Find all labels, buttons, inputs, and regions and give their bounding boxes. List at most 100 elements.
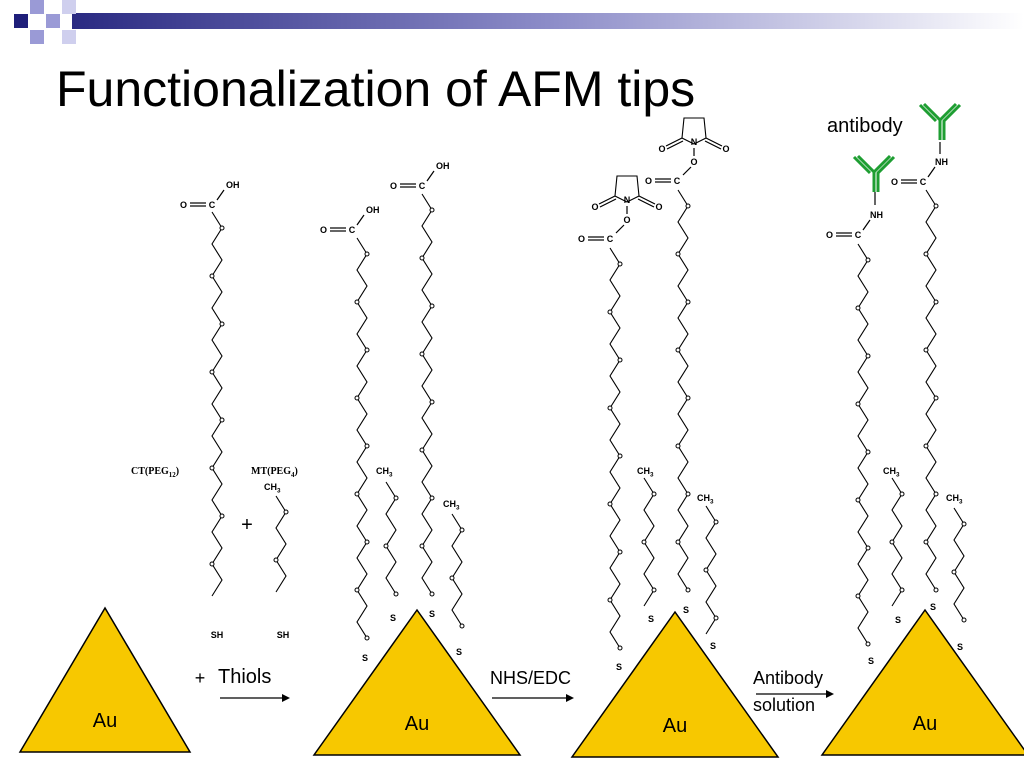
slide-title: Functionalization of AFM tips: [56, 61, 696, 117]
ct-peg12-free-carboxyl-hydroxyl: OH: [226, 180, 240, 190]
stage2-mt-chain-1: [383, 481, 399, 597]
stage2-sulfur-1: S: [362, 653, 368, 663]
stage3-mt-chain-2-ether-oxygen: [713, 519, 719, 525]
stage3-ct-chain-short-ether-oxygen: [617, 453, 623, 459]
arrow-3-label-line-2: solution: [753, 695, 815, 715]
stage3-nhs-ester-right-ring-oxygen-left: O: [658, 144, 665, 154]
stage4-antibody-right-heavy-chains: [922, 102, 958, 140]
stage2-ct-chain-long-ether-oxygen: [429, 207, 435, 213]
stage2-ct-chain-short-ether-oxygen: [354, 299, 360, 305]
stage2-carboxyl-right-oh-bond: [426, 170, 435, 182]
stage3-sulfur-1: S: [616, 662, 622, 672]
stage2-ct-chain-long-ether-oxygen: [419, 255, 425, 261]
gold-tip-stage-4: [820, 608, 1024, 756]
stage2-ct-chain-long: [419, 193, 435, 597]
stage4-sulfur-1: S: [868, 656, 874, 666]
stage2-carboxyl-right-carbon: C: [419, 181, 426, 191]
ct-peg12-chain-free-ether-oxygen: [209, 561, 215, 567]
thiols-plus-sign: +: [241, 514, 253, 536]
stage3-ct-chain-short-ether-oxygen: [607, 405, 613, 411]
stage2-carboxyl-left-carbon: C: [349, 225, 356, 235]
stage3-nhs-ester-right-oxygen: O: [645, 176, 652, 186]
gold-tip-stage-3: [570, 610, 780, 758]
stage3-nhs-ester-left-ring-carbonyl-left-a: [598, 195, 616, 205]
stage3-mt-chain-1-ether-oxygen: [641, 539, 647, 545]
decorative-header-bar: [14, 0, 1024, 44]
stage2-sulfur-3: S: [390, 613, 396, 623]
mt-peg4-thiol: SH: [277, 630, 290, 640]
stage2-ct-chain-short-ether-oxygen: [364, 251, 370, 257]
mt-peg4-chain-free: [273, 495, 289, 593]
stage4-ct-chain-short-ether-oxygen: [855, 593, 861, 599]
stage4-amide-left-oxygen: O: [826, 230, 833, 240]
stage4-ct-chain-short-zigzag: [857, 243, 869, 645]
stage3-nhs-ester-right-ester-oxygen: O: [690, 157, 697, 167]
stage3-nhs-ester-left-nitrogen: N: [624, 195, 631, 205]
stage3-methyl-1: CH3: [637, 466, 654, 479]
stage2-ct-chain-long-ether-oxygen: [419, 543, 425, 549]
stage4-methyl-1: CH3: [883, 466, 900, 479]
stage4-mt-chain-2: [951, 507, 967, 623]
stage4-ct-chain-short-ether-oxygen: [865, 641, 871, 647]
stage4-ct-chain-short: [855, 243, 871, 647]
stage3-ct-chain-short-ether-oxygen: [607, 597, 613, 603]
stage4-amide-right-nh: NH: [935, 157, 948, 167]
stage4-ct-chain-short-ether-oxygen: [865, 545, 871, 551]
stage2-mt-chain-1-zigzag: [385, 481, 397, 595]
stage4-mt-chain-2-zigzag: [953, 507, 965, 621]
stage3-ct-chain-short-zigzag: [609, 247, 621, 649]
ct-peg12-chain-free-zigzag: [211, 211, 223, 597]
arrow-3-label-line-1: Antibody: [753, 668, 823, 688]
stage3-ct-chain-long: [675, 189, 691, 593]
stage4-antibody-left-heavy-chains: [856, 154, 892, 192]
stage3-nhs-ester-left-oxygen: O: [578, 234, 585, 244]
stage4-ct-chain-long-ether-oxygen: [933, 395, 939, 401]
stage3-ct-chain-long-ether-oxygen: [685, 491, 691, 497]
stage3-nhs-ester-right-carbon: C: [674, 176, 681, 186]
stage3-ct-chain-short-ether-oxygen: [617, 261, 623, 267]
stage2-mt-chain-2-zigzag: [451, 513, 463, 627]
stage4-sulfur-3: S: [895, 615, 901, 625]
gold-tip-stage-1-label: Au: [93, 710, 117, 732]
stage3-nhs-ester-right-ring-carbonyl-left-b: [666, 140, 684, 150]
stage4-mt-chain-1: [889, 477, 905, 607]
stage3-nhs-ester-right-ring-carbonyl-right-b: [704, 140, 722, 150]
stage4-methyl-2: CH3: [946, 493, 963, 506]
gold-tip-stage-2-label: Au: [405, 713, 429, 735]
stage4-ct-chain-long-ether-oxygen: [923, 443, 929, 449]
stage3-nhs-ester-right-ester-bond: [682, 166, 692, 176]
stage3-nhs-ester-right-nitrogen: N: [691, 137, 698, 147]
stage4-amide-right-oxygen: O: [891, 177, 898, 187]
stage2-ct-chain-short-ether-oxygen: [364, 443, 370, 449]
antibody-label: antibody: [827, 115, 903, 137]
stage2-ct-chain-short-ether-oxygen: [364, 539, 370, 545]
stage3-nhs-ester-left-ring-carbonyl-left-b: [599, 198, 617, 208]
stage3-nhs-ester-left-ester-bond: [615, 224, 625, 234]
stage2-ct-chain-long-ether-oxygen: [419, 351, 425, 357]
stage4-mt-chain-2-ether-oxygen: [961, 617, 967, 623]
stage2-carboxyl-left-oh-bond: [356, 214, 365, 226]
stage4-ct-chain-long-ether-oxygen: [933, 299, 939, 305]
ct-peg12-chain-free: [209, 211, 225, 597]
stage2-mt-chain-1-ether-oxygen: [393, 591, 399, 597]
stage3-ct-chain-short: [607, 247, 623, 651]
ct-peg12-thiol: SH: [211, 630, 224, 640]
stage2-carboxyl-right-oxygen: O: [390, 181, 397, 191]
stage4-amide-right-nh-bond: [927, 166, 936, 178]
stage4-mt-chain-2-ether-oxygen: [961, 521, 967, 527]
stage2-mt-chain-1-ether-oxygen: [393, 495, 399, 501]
stage3-nhs-ester-right-ring-oxygen-right: O: [722, 144, 729, 154]
ct-peg12-chain-free-ether-oxygen: [219, 417, 225, 423]
stage3-ct-chain-short-ether-oxygen: [617, 357, 623, 363]
stage3-nhs-ester-right-succinimide-ring: [681, 117, 707, 145]
stage4-mt-chain-1-ether-oxygen: [899, 491, 905, 497]
stage2-mt-chain-2-ether-oxygen: [449, 575, 455, 581]
stage3-sulfur-4: S: [710, 641, 716, 651]
ct-peg12-chain-free-ether-oxygen: [209, 369, 215, 375]
arrow-1-label: Thiols: [218, 666, 271, 688]
stage3-ct-chain-long-ether-oxygen: [685, 587, 691, 593]
stage2-carboxyl-left-oxygen: O: [320, 225, 327, 235]
ct-peg12-chain-free-ether-oxygen: [209, 465, 215, 471]
stage3-ct-chain-long-zigzag: [677, 189, 689, 591]
stage3-mt-chain-2-ether-oxygen: [703, 567, 709, 573]
